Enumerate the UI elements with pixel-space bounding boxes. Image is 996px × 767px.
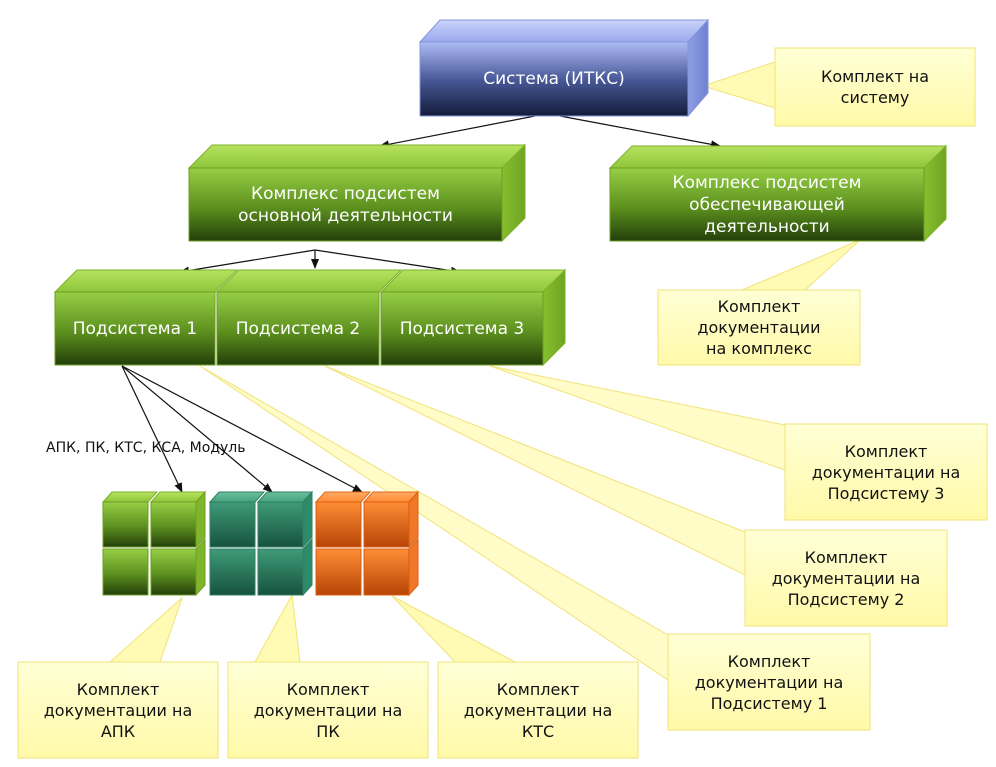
cube	[363, 537, 419, 597]
system-box	[418, 18, 710, 118]
cube	[102, 548, 149, 596]
component-group-green	[101, 490, 207, 597]
cube	[150, 537, 206, 597]
cube	[209, 548, 256, 596]
callout-pointers	[108, 61, 861, 681]
callout-pointer-kts	[391, 595, 516, 663]
connectors	[121, 115, 721, 493]
callout-box-complex	[657, 289, 861, 366]
component-group-orange	[314, 490, 420, 597]
callout-boxes	[17, 47, 988, 759]
arrow-sub1-to-orange	[121, 365, 363, 493]
cube	[101, 491, 159, 548]
arrow-complex-to-sub3	[314, 249, 461, 275]
arrow-system-to-support-complex	[559, 115, 721, 149]
components-edge-label: АПК, ПК, КТС, КСА, Модуль	[46, 440, 246, 456]
cube	[256, 490, 314, 549]
arrow-system-to-main-complex	[379, 115, 536, 149]
cube	[257, 537, 313, 597]
callout-box-apk	[17, 661, 219, 759]
cube	[208, 491, 266, 548]
complex-box-main	[187, 143, 527, 243]
callout-pointer-pk	[254, 593, 301, 663]
subsystem-box-1	[53, 269, 239, 366]
arrow-sub1-to-green	[121, 365, 183, 493]
arrow-complex-to-sub1	[179, 249, 316, 275]
complex-box-support	[608, 144, 948, 243]
subsystem-box-3	[379, 268, 567, 367]
subsystem-box-2	[215, 269, 403, 366]
callout-box-sub2	[744, 529, 948, 627]
cube	[149, 490, 207, 549]
cube	[362, 490, 420, 549]
callout-box-sub3	[784, 423, 988, 521]
callout-box-sub1	[667, 633, 871, 731]
cube	[314, 491, 372, 548]
callout-box-system	[774, 47, 976, 127]
callout-pointer-apk	[108, 596, 184, 663]
callout-pointer-system	[701, 61, 776, 109]
callout-pointer-complex	[741, 239, 861, 291]
callout-box-pk	[227, 661, 429, 759]
callout-box-kts	[437, 661, 639, 759]
cube	[315, 548, 362, 596]
component-group-teal	[208, 490, 314, 597]
arrow-sub1-to-teal	[121, 365, 273, 493]
